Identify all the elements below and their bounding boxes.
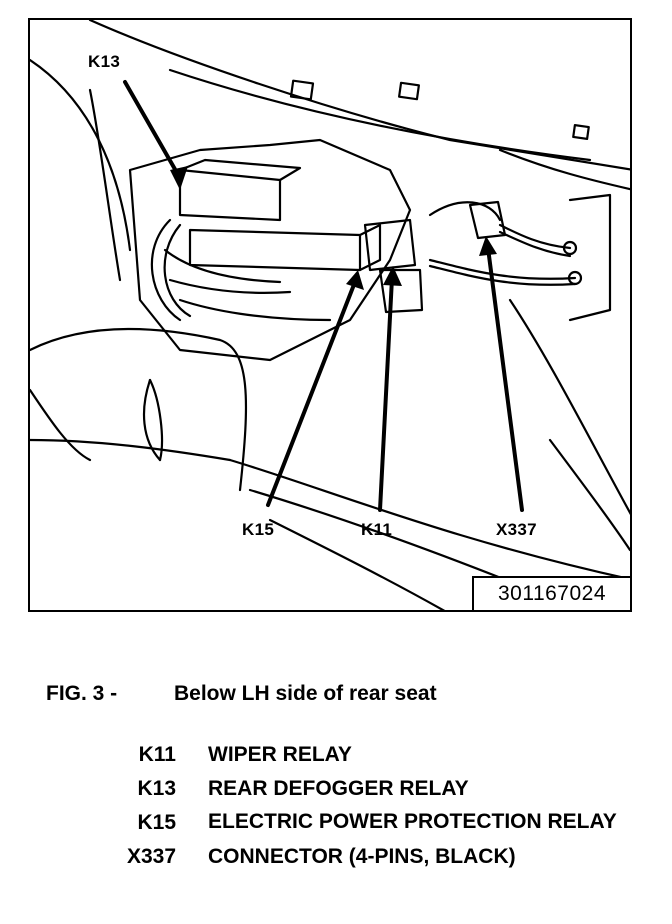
figure-number: FIG. 3 -: [46, 682, 118, 705]
diagram-figure: K13 K15 K11 X337 301167024: [28, 18, 632, 612]
legend-code: X337: [126, 845, 176, 868]
legend-item: K13 REAR DEFOGGER RELAY: [70, 772, 650, 806]
figure-title: Below LH side of rear seat: [174, 682, 437, 705]
legend-description: REAR DEFOGGER RELAY: [208, 777, 469, 800]
legend-code: K15: [137, 811, 176, 834]
callout-x337: X337: [496, 520, 537, 539]
figure-caption: FIG. 3 - Below LH side of rear seat: [46, 682, 437, 706]
legend: K11 WIPER RELAY K13 REAR DEFOGGER RELAY …: [70, 738, 650, 874]
legend-description: WIPER RELAY: [208, 743, 352, 766]
callout-k15: K15: [242, 520, 275, 539]
legend-description: ELECTRIC POWER PROTECTION RELAY: [208, 810, 617, 833]
callout-k11: K11: [361, 520, 393, 539]
legend-code: K13: [137, 777, 176, 800]
seat-area-drawing: [30, 20, 630, 610]
legend-item: K15 ELECTRIC POWER PROTECTION RELAY: [70, 806, 650, 840]
callout-k13: K13: [88, 52, 121, 71]
legend-item: X337 CONNECTOR (4-PINS, BLACK): [70, 840, 650, 874]
legend-item: K11 WIPER RELAY: [70, 738, 650, 772]
reference-number: 301167024: [472, 576, 630, 610]
legend-description: CONNECTOR (4-PINS, BLACK): [208, 845, 516, 868]
legend-code: K11: [138, 743, 176, 766]
